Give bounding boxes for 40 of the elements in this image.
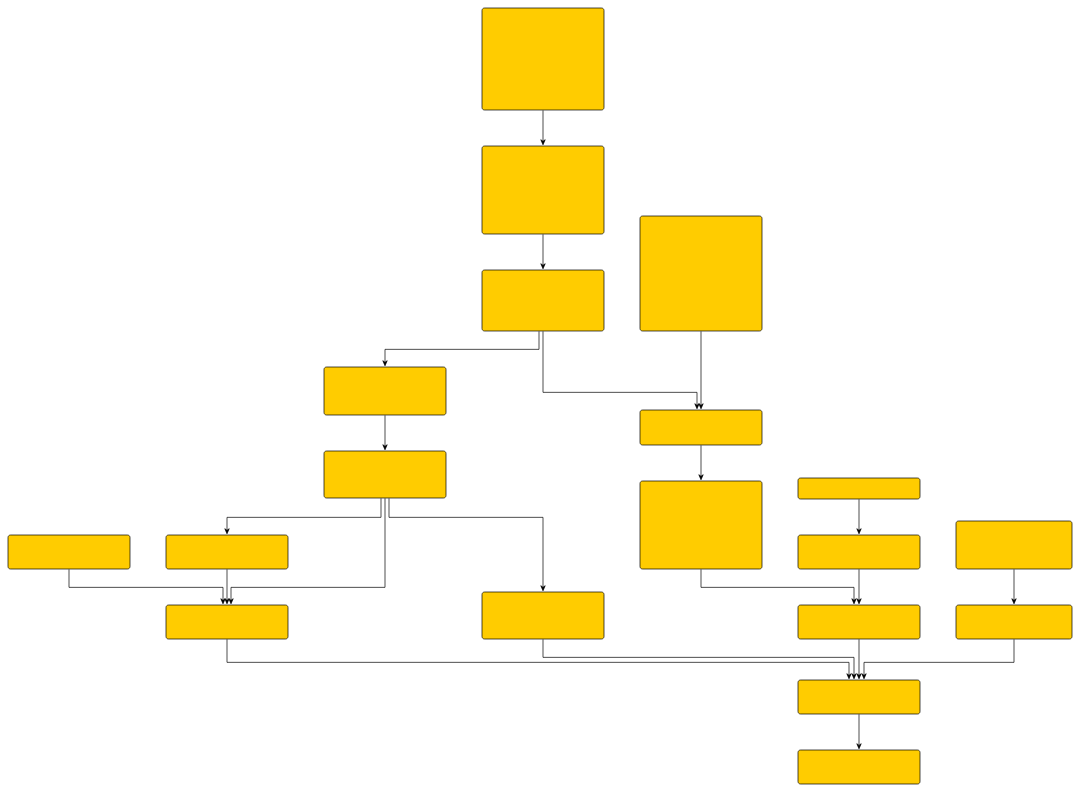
arrow [698,445,704,481]
process-box [323,366,447,416]
process-box [797,604,921,640]
arrow [388,498,546,592]
arrow [382,415,388,451]
arrow [224,498,382,535]
process-box [165,534,289,570]
arrow [856,639,862,680]
process-box [481,145,605,235]
arrow [856,714,862,750]
arrow [698,331,704,410]
process-box [797,477,921,500]
process-box [7,534,131,570]
arrow [540,234,546,270]
process-box [165,604,289,640]
arrow [542,639,857,680]
arrow [1011,569,1017,605]
arrow [856,569,862,605]
process-box [797,749,921,785]
process-box [481,591,605,640]
process-box [797,679,921,715]
arrow [540,110,546,146]
arrow [224,569,230,605]
process-box [323,450,447,499]
process-box [481,7,605,111]
arrow [856,499,862,535]
process-box [639,409,763,446]
arrow [542,331,700,410]
process-box [955,520,1073,570]
process-box [639,215,763,332]
process-box [481,269,605,332]
arrow [700,569,857,605]
arrow [68,569,226,605]
process-box [797,534,921,570]
arrow [228,498,386,605]
arrow [861,639,1015,680]
arrow [382,331,540,367]
process-box [955,604,1073,640]
arrow [226,639,852,680]
process-box [639,480,763,570]
